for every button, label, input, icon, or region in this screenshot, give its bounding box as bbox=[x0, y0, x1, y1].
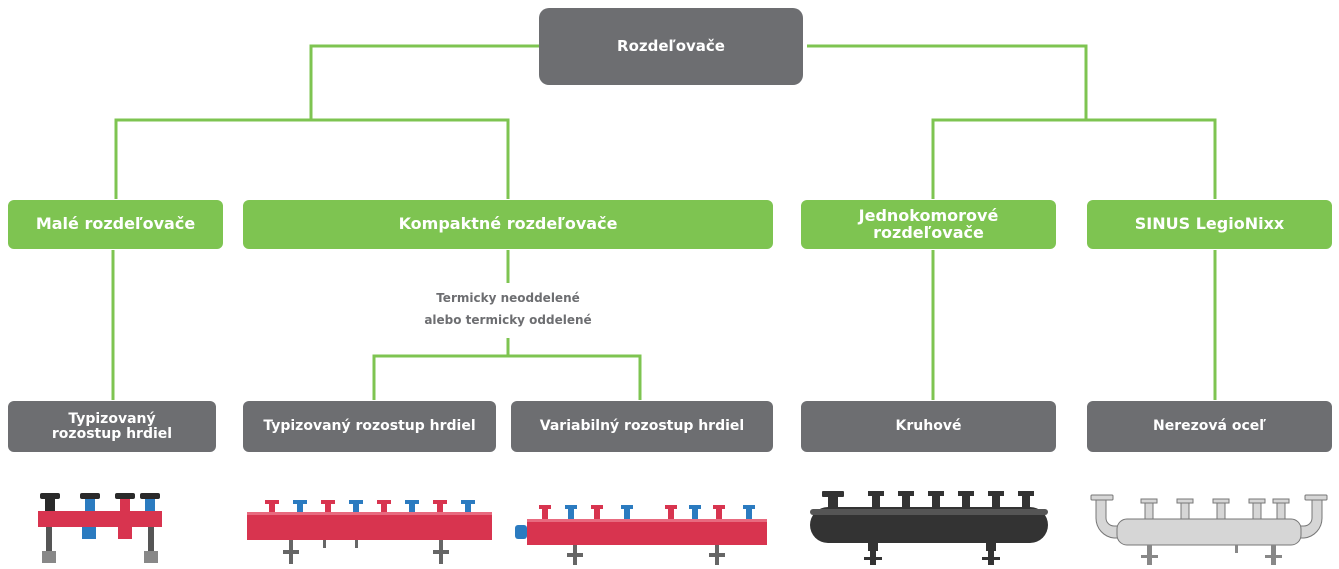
stainless-manifold-image bbox=[1090, 494, 1328, 565]
leaf-round: Kruhové bbox=[801, 401, 1056, 452]
thermal-separation-note: Termicky neoddelené alebo termicky oddel… bbox=[424, 291, 592, 327]
round-manifold-image bbox=[810, 491, 1048, 565]
leaf-small-standard-spacing: Typizovaný rozostup hrdiel bbox=[8, 401, 216, 452]
leaf-round-label: Kruhové bbox=[895, 418, 962, 435]
category-small: Malé rozdeľovače bbox=[8, 200, 223, 249]
root-node: Rozdeľovače bbox=[539, 8, 803, 85]
leaf-compact-standard-spacing: Typizovaný rozostup hrdiel bbox=[243, 401, 496, 452]
category-compact-label: Kompaktné rozdeľovače bbox=[398, 214, 618, 234]
root-label: Rozdeľovače bbox=[617, 36, 725, 55]
compact-variable-manifold-image bbox=[515, 505, 767, 565]
leaf-compact-variable-spacing: Variabilný rozostup hrdiel bbox=[511, 401, 773, 452]
category-single-chamber-label: Jednokomorové rozdeľovače bbox=[858, 205, 999, 242]
category-small-label: Malé rozdeľovače bbox=[35, 214, 196, 234]
leaf-stainless-steel-label: Nerezová oceľ bbox=[1153, 418, 1266, 435]
leaf-compact-variable-spacing-label: Variabilný rozostup hrdiel bbox=[539, 418, 745, 435]
category-compact: Kompaktné rozdeľovače bbox=[243, 200, 773, 249]
compact-standard-manifold-image bbox=[247, 500, 492, 564]
leaf-small-standard-spacing-label: Typizovaný rozostup hrdiel bbox=[51, 410, 173, 442]
leaf-stainless-steel: Nerezová oceľ bbox=[1087, 401, 1332, 452]
category-sinus-label: SINUS LegioNixx bbox=[1134, 214, 1285, 234]
category-sinus: SINUS LegioNixx bbox=[1087, 200, 1332, 249]
category-single-chamber: Jednokomorové rozdeľovače bbox=[801, 200, 1056, 249]
leaf-compact-standard-spacing-label: Typizovaný rozostup hrdiel bbox=[263, 418, 476, 435]
small-manifold-image bbox=[38, 493, 162, 563]
